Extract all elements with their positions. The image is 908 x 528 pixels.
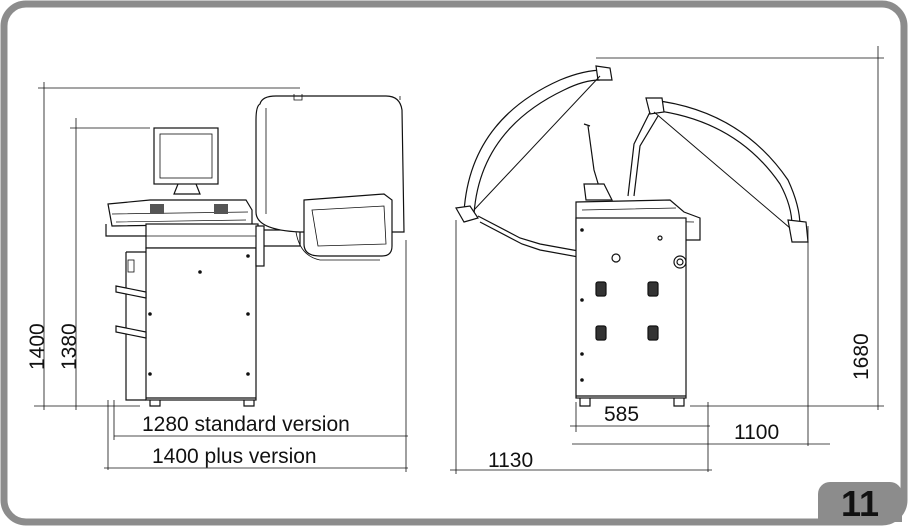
monitor [153,127,219,185]
front-view-machine [105,94,405,407]
dim-label-plus-width: 1400 plus version [152,445,317,468]
shelf-lower [115,325,147,339]
side-cabinet [575,217,687,399]
dim-label-1100: 1100 [734,421,779,444]
shelf-upper [115,285,147,299]
dim-label-standard-width: 1280 standard version [142,413,350,436]
figure-number: 11 [840,483,880,524]
hood-arc-left [463,69,605,213]
figure-badge [818,482,902,522]
side-view-machine [455,65,809,407]
dim-label-1400: 1400 [26,323,49,370]
hood-arc-right [651,99,801,227]
cabinet [145,247,257,401]
side-dimension-lines [450,46,884,474]
dim-label-585: 585 [604,403,639,426]
dim-label-1680: 1680 [850,333,873,380]
front-dimension-lines [34,82,408,472]
dim-label-1130: 1130 [488,449,533,472]
dim-label-1380: 1380 [58,323,81,370]
